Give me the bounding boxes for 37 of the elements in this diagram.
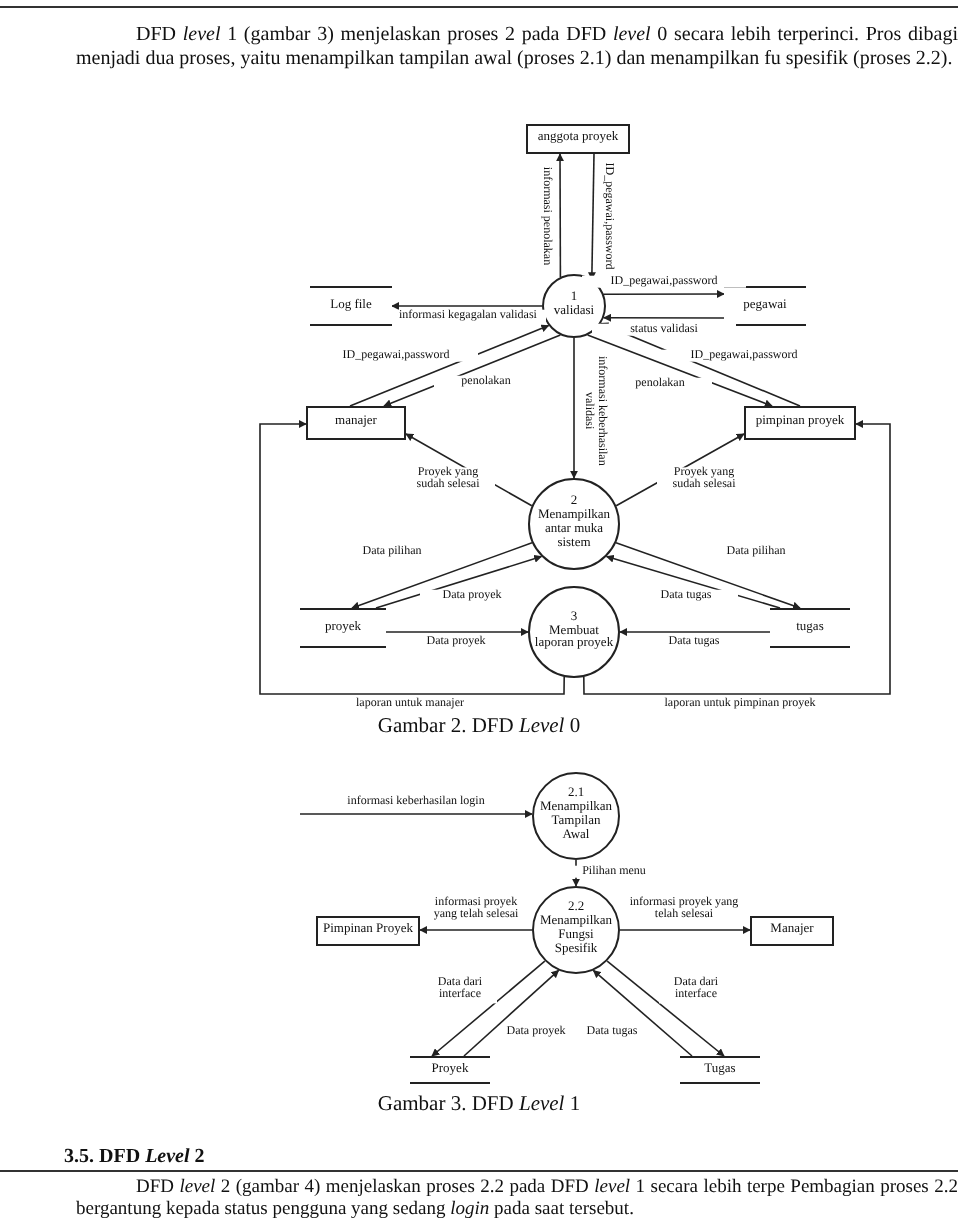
arrow [615, 542, 801, 610]
paragraph: DFD level 2 (gambar 4) menjelaskan proses 2.2 pada DFD level 1 secara lebih terpe Pembagian proses 2.2 bergantung kepada status pengguna yang sedang login pada saat tersebut. [76, 1178, 958, 1222]
paragraph: DFD level 1 (gambar 3) menjelaskan proses 2 pada DFD level 0 secara lebih terperinci. Pros dibagi menjadi dua proses, yaitu menampilkan tampilan awal (proses 2.1) dan menampilkan fu spesifik (proses 2.2). [76, 24, 958, 70]
arrow [351, 542, 533, 610]
arrow [619, 926, 751, 934]
arrow [603, 290, 725, 298]
arrow [592, 969, 693, 1057]
external-entity-box [306, 406, 406, 440]
section-heading: 3.5. DFD Level 2 [64, 1146, 207, 1169]
arrow [586, 334, 773, 408]
arrow [570, 337, 578, 479]
arrow [463, 969, 560, 1057]
process-circle [528, 586, 620, 678]
process-circle [532, 772, 620, 860]
arrow [431, 960, 546, 1057]
process-circle [528, 478, 620, 570]
process-circle [532, 886, 620, 974]
figure-caption: Gambar 2. DFD Level 0 [377, 716, 581, 741]
arrow [375, 554, 543, 609]
figure-caption: Gambar 3. DFD Level 1 [377, 1094, 581, 1119]
arrow [605, 554, 781, 609]
arrow [299, 810, 533, 818]
external-entity-box [526, 124, 630, 154]
arrow [583, 420, 891, 695]
arrow [419, 926, 533, 934]
arrow [603, 313, 725, 322]
arrow [619, 628, 771, 636]
arrow [259, 420, 565, 695]
arrow [556, 153, 564, 278]
arrow [349, 324, 550, 407]
arrow [587, 153, 596, 281]
external-entity-box [316, 916, 420, 946]
external-entity-box [744, 406, 856, 440]
arrow [391, 302, 543, 310]
arrow [606, 960, 725, 1057]
external-entity-box [750, 916, 834, 946]
arrow [385, 628, 529, 636]
